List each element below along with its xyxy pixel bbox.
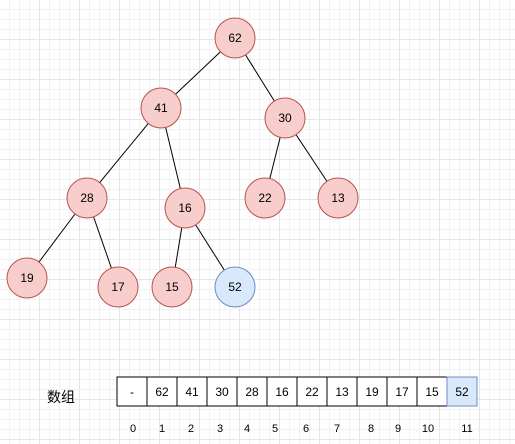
- array-index-label: 11: [461, 423, 472, 435]
- array-cell-value: 28: [245, 385, 259, 399]
- array-cell-9: 17: [386, 376, 418, 407]
- array-cell-value: -: [130, 385, 134, 399]
- array-index-label: 7: [334, 423, 340, 435]
- array-cell-box: [146, 376, 178, 407]
- array-cell-value: 22: [305, 385, 319, 399]
- array-cell-value: 17: [395, 385, 409, 399]
- tree-node-n1: 62: [214, 17, 256, 59]
- array-cell-value: 41: [185, 385, 199, 399]
- array-caption: 数组: [47, 389, 75, 405]
- tree-node-circle: [264, 97, 306, 139]
- array-cell-1: 62: [146, 376, 178, 407]
- array-index-label: 9: [395, 423, 401, 435]
- array-index-label: 6: [303, 423, 309, 435]
- tree-node-n3: 30: [264, 97, 306, 139]
- tree-node-circle: [66, 177, 108, 219]
- tree-node-value: 17: [111, 280, 125, 294]
- array-cell-10: 15: [416, 376, 448, 407]
- array-cell-5: 16: [266, 376, 298, 407]
- array-cells: - 62 41 30 28 16 22 13 19 17 15 52: [116, 376, 478, 407]
- tree-node-circle: [214, 266, 256, 308]
- array-index-label: 0: [130, 423, 136, 435]
- array-cell-value: 13: [335, 385, 349, 399]
- tree-node-value: 52: [228, 280, 242, 294]
- tree-node-n8: 19: [6, 257, 48, 299]
- array-index-label: 10: [422, 423, 434, 435]
- array-cell-value: 16: [275, 385, 289, 399]
- array-index-label: 4: [244, 423, 250, 435]
- tree-node-value: 13: [331, 191, 345, 205]
- array-cell-value: 19: [365, 385, 379, 399]
- tree-node-circle: [244, 177, 286, 219]
- array-cell-3: 30: [206, 376, 238, 407]
- array-index-label: 5: [272, 423, 278, 435]
- tree-node-n4: 28: [66, 177, 108, 219]
- tree-node-n10: 15: [151, 266, 193, 308]
- tree-node-circle: [97, 266, 139, 308]
- tree-nodes: 62 41 30 28 16 22 13 19 17 15 52: [6, 17, 359, 308]
- tree-edges: [26, 37, 339, 288]
- array-index-label: 2: [188, 423, 194, 435]
- tree-node-n11: 52: [214, 266, 256, 308]
- tree-node-value: 22: [258, 191, 272, 205]
- tree-node-n6: 22: [244, 177, 286, 219]
- array-cell-value: 62: [155, 385, 169, 399]
- tree-node-value: 30: [278, 111, 292, 125]
- tree-node-circle: [317, 177, 359, 219]
- tree-node-circle: [164, 187, 206, 229]
- array-cell-0: -: [116, 376, 148, 407]
- array-index-label: 8: [368, 423, 374, 435]
- array-cell-box: [446, 376, 478, 407]
- array-cell-11: 52: [446, 376, 478, 407]
- array-cell-box: [206, 376, 238, 407]
- tree-node-n7: 13: [317, 177, 359, 219]
- array-cell-value: 52: [455, 385, 469, 399]
- tree-node-circle: [6, 257, 48, 299]
- array-cell-value: 30: [215, 385, 229, 399]
- array-index-label: 3: [217, 423, 223, 435]
- array-cell-6: 22: [296, 376, 328, 407]
- tree-node-n9: 17: [97, 266, 139, 308]
- array-cell-8: 19: [356, 376, 388, 407]
- tree-node-value: 16: [178, 201, 192, 215]
- tree-node-n5: 16: [164, 187, 206, 229]
- tree-node-value: 62: [228, 31, 242, 45]
- tree-node-value: 41: [154, 101, 168, 115]
- array-cell-box: [386, 376, 418, 407]
- tree-node-circle: [151, 266, 193, 308]
- array-cell-box: [116, 376, 148, 407]
- array-index-label: 1: [159, 423, 165, 435]
- array-cell-4: 28: [236, 376, 268, 407]
- array-cell-7: 13: [326, 376, 358, 407]
- array-cell-box: [356, 376, 388, 407]
- array-indices: 0 1 2 3 4 5 6 7 8 9 10 11: [130, 423, 473, 435]
- tree-node-value: 28: [80, 191, 94, 205]
- array-cell-2: 41: [176, 376, 208, 407]
- array-cell-box: [176, 376, 208, 407]
- tree-node-circle: [140, 87, 182, 129]
- tree-node-value: 15: [165, 280, 179, 294]
- tree-node-circle: [214, 17, 256, 59]
- array-cell-value: 15: [425, 385, 439, 399]
- tree-node-n2: 41: [140, 87, 182, 129]
- tree-node-value: 19: [20, 271, 34, 285]
